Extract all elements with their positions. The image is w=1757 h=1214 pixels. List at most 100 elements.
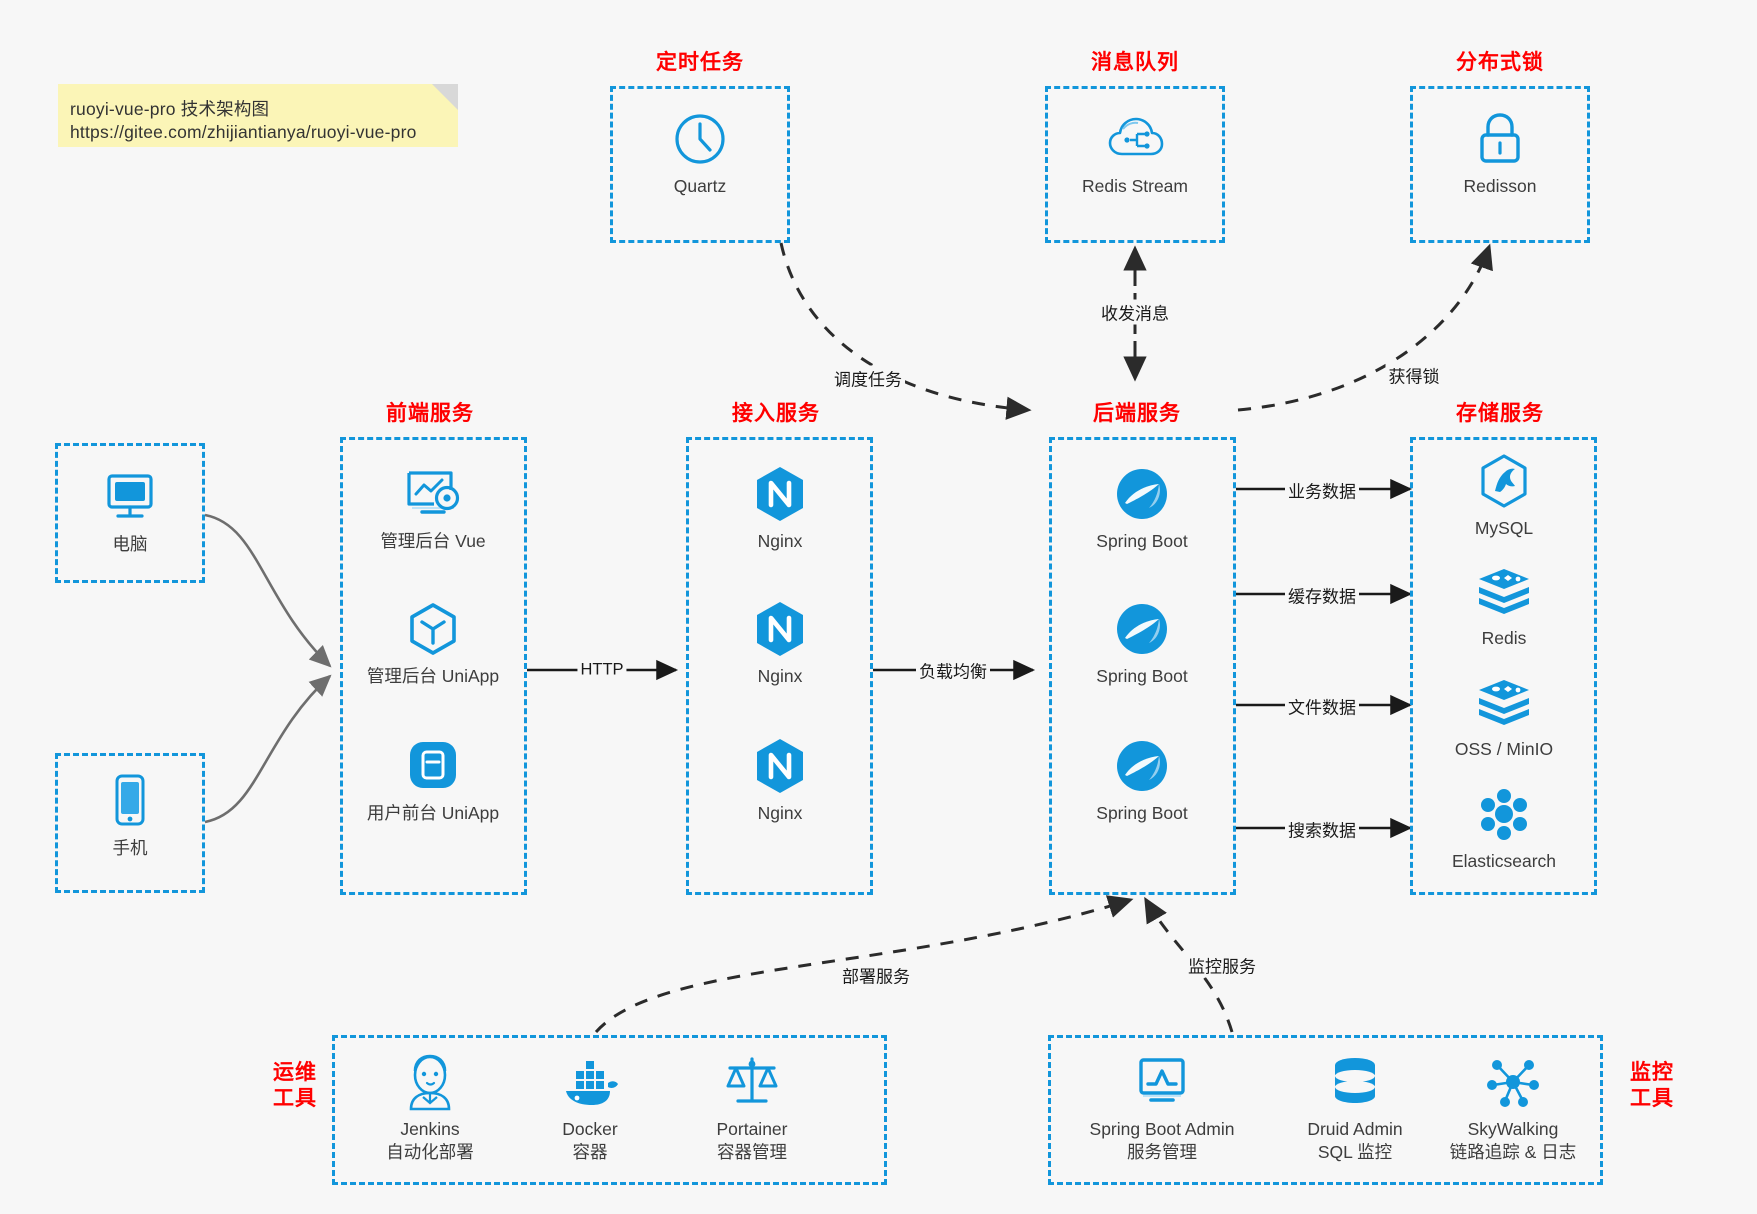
elasticsearch-icon: [1476, 785, 1532, 843]
node-spring-boot-3[interactable]: Spring Boot: [1072, 737, 1212, 825]
group-box-monitor: [1048, 1035, 1603, 1185]
edge-label-search-data: 搜索数据: [1285, 816, 1359, 842]
edge-label-business-data: 业务数据: [1285, 477, 1359, 503]
oss-minio-icon: [1475, 673, 1533, 731]
uniapp-cube-icon: [406, 600, 460, 658]
node-sublabel: 容器管理: [717, 1141, 787, 1162]
node-redisson[interactable]: Redisson: [1445, 110, 1555, 198]
node-admin-vue[interactable]: 管理后台 Vue: [358, 465, 508, 553]
group-box-backend: [1049, 437, 1236, 895]
node-nginx-2[interactable]: Nginx: [710, 600, 850, 688]
node-label: Jenkins: [400, 1119, 460, 1139]
group-box-gateway: [686, 437, 873, 895]
node-label: 管理后台 Vue: [380, 531, 486, 551]
note-title: ruoyi-vue-pro 技术架构图: [70, 99, 270, 119]
cloud-stream-icon: [1106, 110, 1164, 168]
node-label: Docker: [562, 1119, 618, 1139]
node-mysql[interactable]: MySQL: [1430, 452, 1578, 540]
group-box-mq: [1045, 86, 1225, 243]
node-label: 电脑: [112, 534, 148, 554]
node-label: Druid Admin: [1307, 1119, 1403, 1139]
group-title-devops-line1: 运维: [273, 1061, 317, 1084]
group-title-monitor: 监控 工具: [1612, 1060, 1692, 1111]
node-label: 用户前台 UniApp: [366, 803, 500, 823]
note-fold-corner: [432, 84, 458, 110]
node-label: Quartz: [673, 176, 727, 196]
group-title-mq: 消息队列: [1091, 51, 1179, 74]
node-desktop-client[interactable]: 电脑: [75, 468, 185, 556]
node-label: Spring Boot: [1096, 531, 1188, 551]
edge-label-acquire-lock: 获得锁: [1385, 362, 1443, 388]
desktop-monitor-icon: [102, 468, 158, 526]
node-sublabel: SQL 监控: [1317, 1141, 1393, 1162]
node-druid-admin[interactable]: Druid Admin SQL 监控: [1270, 1053, 1440, 1164]
node-label: SkyWalking: [1467, 1119, 1559, 1139]
node-spring-boot-admin[interactable]: Spring Boot Admin 服务管理: [1062, 1053, 1262, 1164]
group-box-frontend: [340, 437, 527, 895]
group-title-scheduler: 定时任务: [656, 51, 744, 74]
group-title-backend: 后端服务: [1093, 402, 1181, 425]
group-title-devops-line2: 工具: [273, 1086, 317, 1110]
edge-label-schedule-task: 调度任务: [831, 365, 905, 391]
node-label: Redis: [1481, 628, 1527, 648]
node-elasticsearch[interactable]: Elasticsearch: [1430, 785, 1578, 873]
node-portainer[interactable]: Portainer 容器管理: [672, 1053, 832, 1164]
node-docker[interactable]: Docker 容器: [510, 1053, 670, 1164]
spring-boot-icon: [1113, 737, 1171, 795]
node-user-uniapp[interactable]: 用户前台 UniApp: [358, 737, 508, 825]
node-sublabel: 容器: [572, 1141, 608, 1162]
database-stack-icon: [1328, 1053, 1382, 1111]
note-url: https://gitee.com/zhijiantianya/ruoyi-vu…: [70, 122, 417, 142]
node-redis-stream[interactable]: Redis Stream: [1080, 110, 1190, 198]
group-box-devops: [332, 1035, 887, 1185]
group-title-frontend: 前端服务: [386, 402, 474, 425]
node-admin-uniapp[interactable]: 管理后台 UniApp: [358, 600, 508, 688]
node-nginx-3[interactable]: Nginx: [710, 737, 850, 825]
node-label: Nginx: [757, 803, 803, 823]
node-quartz[interactable]: Quartz: [645, 110, 755, 198]
jenkins-icon: [403, 1053, 457, 1111]
node-label: 管理后台 UniApp: [366, 666, 500, 686]
node-sublabel: 服务管理: [1127, 1141, 1197, 1162]
node-jenkins[interactable]: Jenkins 自动化部署: [350, 1053, 510, 1164]
node-oss-minio[interactable]: OSS / MinIO: [1430, 673, 1578, 761]
node-redis[interactable]: Redis: [1430, 562, 1578, 650]
group-box-client-mobile: [55, 753, 205, 893]
node-label: Redisson: [1463, 176, 1537, 196]
node-label: Portainer: [716, 1119, 788, 1139]
node-label: MySQL: [1474, 518, 1534, 538]
group-title-lock: 分布式锁: [1456, 51, 1544, 74]
edge-label-send-receive-message: 收发消息: [1098, 299, 1172, 325]
group-box-storage: [1410, 437, 1597, 895]
edge-label-http: HTTP: [577, 660, 627, 680]
group-title-monitor-line1: 监控: [1630, 1061, 1674, 1084]
node-skywalking[interactable]: SkyWalking 链路追踪 & 日志: [1428, 1053, 1598, 1164]
node-spring-boot-1[interactable]: Spring Boot: [1072, 465, 1212, 553]
skywalking-icon: [1485, 1053, 1541, 1111]
node-label: Spring Boot: [1096, 803, 1188, 823]
edge-label-cache-data: 缓存数据: [1285, 582, 1359, 608]
node-label: Spring Boot Admin: [1089, 1119, 1235, 1139]
edge-label-monitor-service: 监控服务: [1185, 952, 1259, 978]
sticky-note: ruoyi-vue-pro 技术架构图 https://gitee.com/zh…: [58, 84, 458, 147]
spring-boot-icon: [1113, 465, 1171, 523]
edge-label-load-balance: 负载均衡: [916, 657, 990, 683]
group-title-storage: 存储服务: [1456, 402, 1544, 425]
mysql-icon: [1477, 452, 1531, 510]
group-box-client-desktop: [55, 443, 205, 583]
node-mobile-client[interactable]: 手机: [75, 772, 185, 860]
node-spring-boot-2[interactable]: Spring Boot: [1072, 600, 1212, 688]
mobile-app-icon: [406, 737, 460, 795]
group-box-lock: [1410, 86, 1590, 243]
node-label: OSS / MinIO: [1454, 739, 1554, 759]
mobile-phone-icon: [110, 772, 150, 830]
lock-icon: [1475, 110, 1525, 168]
node-label: Nginx: [757, 531, 803, 551]
spring-boot-icon: [1113, 600, 1171, 658]
nginx-icon: [752, 465, 808, 523]
redis-icon: [1475, 562, 1533, 620]
group-title-monitor-line2: 工具: [1630, 1086, 1674, 1110]
node-label: 手机: [112, 838, 148, 858]
node-nginx-1[interactable]: Nginx: [710, 465, 850, 553]
node-sublabel: 自动化部署: [386, 1141, 474, 1162]
